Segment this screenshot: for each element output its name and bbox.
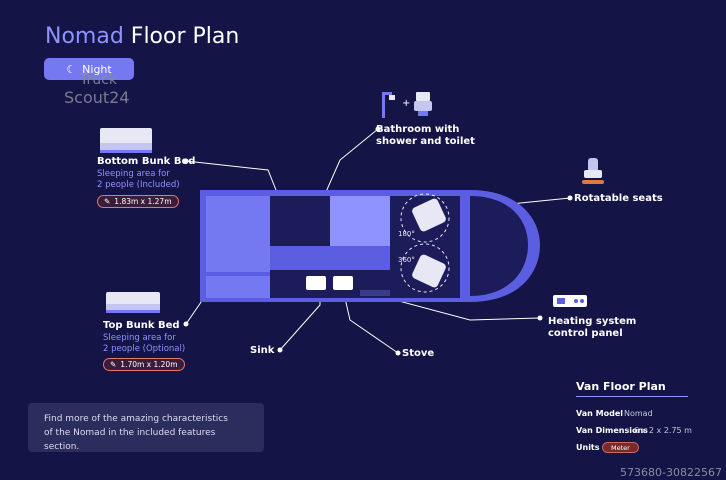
heating-label: Heating system control panel	[548, 316, 636, 340]
night-mode-button[interactable]: ☾ Night	[44, 58, 134, 80]
bottom-bunk-dims: 1.83m x 1.27m	[114, 197, 172, 206]
heating-line	[379, 295, 541, 321]
watermark-line1: Truck	[80, 72, 117, 88]
top-bunk-desc: Sleeping area for 2 people (Optional)	[103, 333, 185, 355]
bathroom-label: Bathroom with shower and toilet	[376, 124, 475, 148]
top-bunk-sub2: 2 people (Optional)	[103, 344, 186, 354]
bottom-bunk-icon	[100, 128, 152, 153]
top-bunk-title: Top Bunk Bed	[103, 320, 180, 331]
stove-label: Stove	[402, 348, 435, 359]
bottom-bunk-sub2: 2 people (Included)	[97, 180, 180, 190]
toilet-icon	[414, 92, 432, 116]
top-bunk-dimensions-badge: ✎1.70m x 1.20m	[103, 358, 185, 371]
top-bunk-sub1: Sleeping area for	[103, 333, 176, 343]
reference-id: 573680-30822567	[620, 466, 722, 479]
spec-row-model: Van Model Nomad	[576, 409, 653, 418]
bottom-bunk-sub1: Sleeping area for	[97, 169, 170, 179]
shower-icon	[382, 92, 395, 118]
moon-icon: ☾	[66, 62, 77, 76]
heating-panel-icon	[553, 295, 587, 307]
ruler-icon: ✎	[110, 360, 117, 369]
bottom-bunk-title: Bottom Bunk Bed	[97, 156, 196, 167]
specs-divider	[576, 396, 688, 397]
watermark-line2: Scout24	[64, 88, 130, 107]
title-brand: Nomad	[45, 24, 124, 49]
bathroom-title1: Bathroom with	[376, 124, 460, 135]
heating-title1: Heating system	[548, 316, 637, 327]
spec-model-label: Van Model	[576, 409, 623, 418]
watermark-logo: Truck Scout24	[64, 72, 130, 106]
features-info-box: Find more of the amazing characteristics…	[28, 403, 264, 452]
bottom-bunk-dimensions-badge: ✎1.83m x 1.27m	[97, 195, 179, 208]
bottom-bunk-desc: Sleeping area for 2 people (Included)	[97, 169, 180, 191]
rotation-label-1: 180°	[398, 230, 415, 238]
rotation-label-2: 360°	[398, 256, 415, 264]
info-line1: Find more of the amazing characteristics	[44, 414, 228, 424]
spec-model-value: Nomad	[624, 409, 653, 418]
spec-dims-label: Van Dimensions	[576, 426, 648, 435]
svg-text:+: +	[402, 98, 410, 109]
ruler-icon: ✎	[104, 197, 111, 206]
spec-row-dimensions: Van Dimensions 6 x 2 x 2.75 m	[576, 426, 692, 435]
bathroom-title2: shower and toilet	[376, 136, 475, 147]
units-meter-badge[interactable]: Meter	[602, 442, 639, 453]
page-title: Nomad Floor Plan	[45, 24, 239, 49]
top-bunk-icon	[106, 292, 160, 313]
top-bunk-dims: 1.70m x 1.20m	[120, 360, 178, 369]
night-mode-label: Night	[82, 62, 112, 76]
sink-label: Sink	[250, 345, 275, 356]
heating-title2: control panel	[548, 328, 623, 339]
title-rest: Floor Plan	[123, 24, 240, 49]
rotatable-seats-label: Rotatable seats	[574, 193, 663, 204]
van-floorplan: 180° 360°	[200, 190, 540, 302]
specs-title: Van Floor Plan	[576, 380, 666, 393]
info-line2: of the Nomad in the included features se…	[44, 428, 216, 452]
seat-icon	[582, 158, 604, 184]
spec-dims-value: 6 x 2 x 2.75 m	[634, 426, 692, 435]
spec-units-label: Units	[576, 443, 600, 452]
spec-row-units: Units Meter	[576, 442, 639, 453]
